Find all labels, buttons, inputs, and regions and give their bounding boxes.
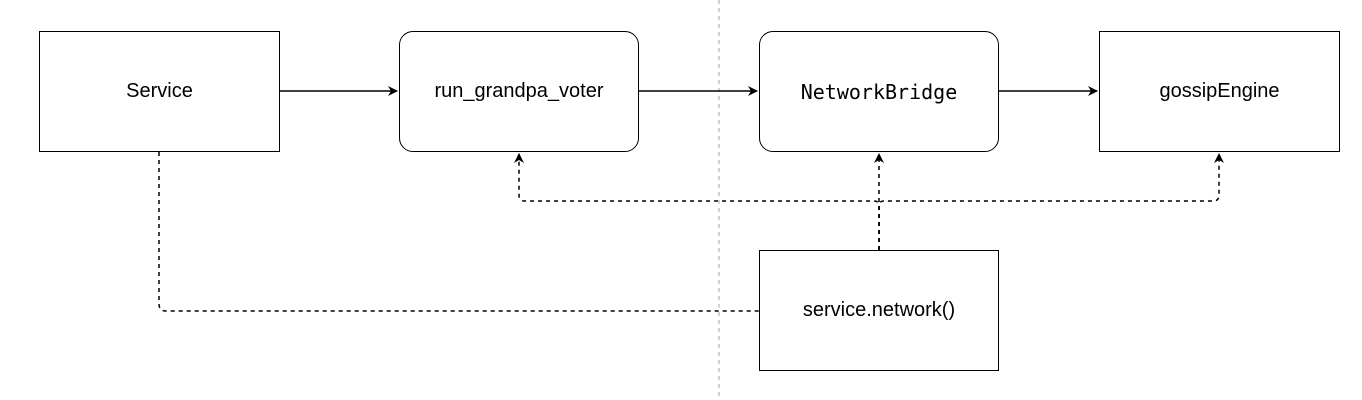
service-network-node: service.network() — [759, 250, 999, 371]
edge-service-network-to-gossip-engine — [878, 153, 1224, 250]
network-bridge-node: NetworkBridge — [759, 31, 999, 152]
service-label: Service — [126, 80, 193, 102]
edge-service-to-service-network — [158, 152, 759, 312]
gossip-engine-node: gossipEngine — [1099, 31, 1340, 152]
service-node: Service — [39, 31, 280, 152]
network-bridge-label: NetworkBridge — [800, 79, 958, 104]
gossip-engine-label: gossipEngine — [1159, 80, 1280, 102]
edge-service-network-to-run-grandpa-voter — [514, 153, 880, 250]
run-grandpa-voter-node: run_grandpa_voter — [399, 31, 639, 152]
service-network-label: service.network() — [802, 299, 956, 321]
run-grandpa-voter-label: run_grandpa_voter — [434, 80, 604, 102]
